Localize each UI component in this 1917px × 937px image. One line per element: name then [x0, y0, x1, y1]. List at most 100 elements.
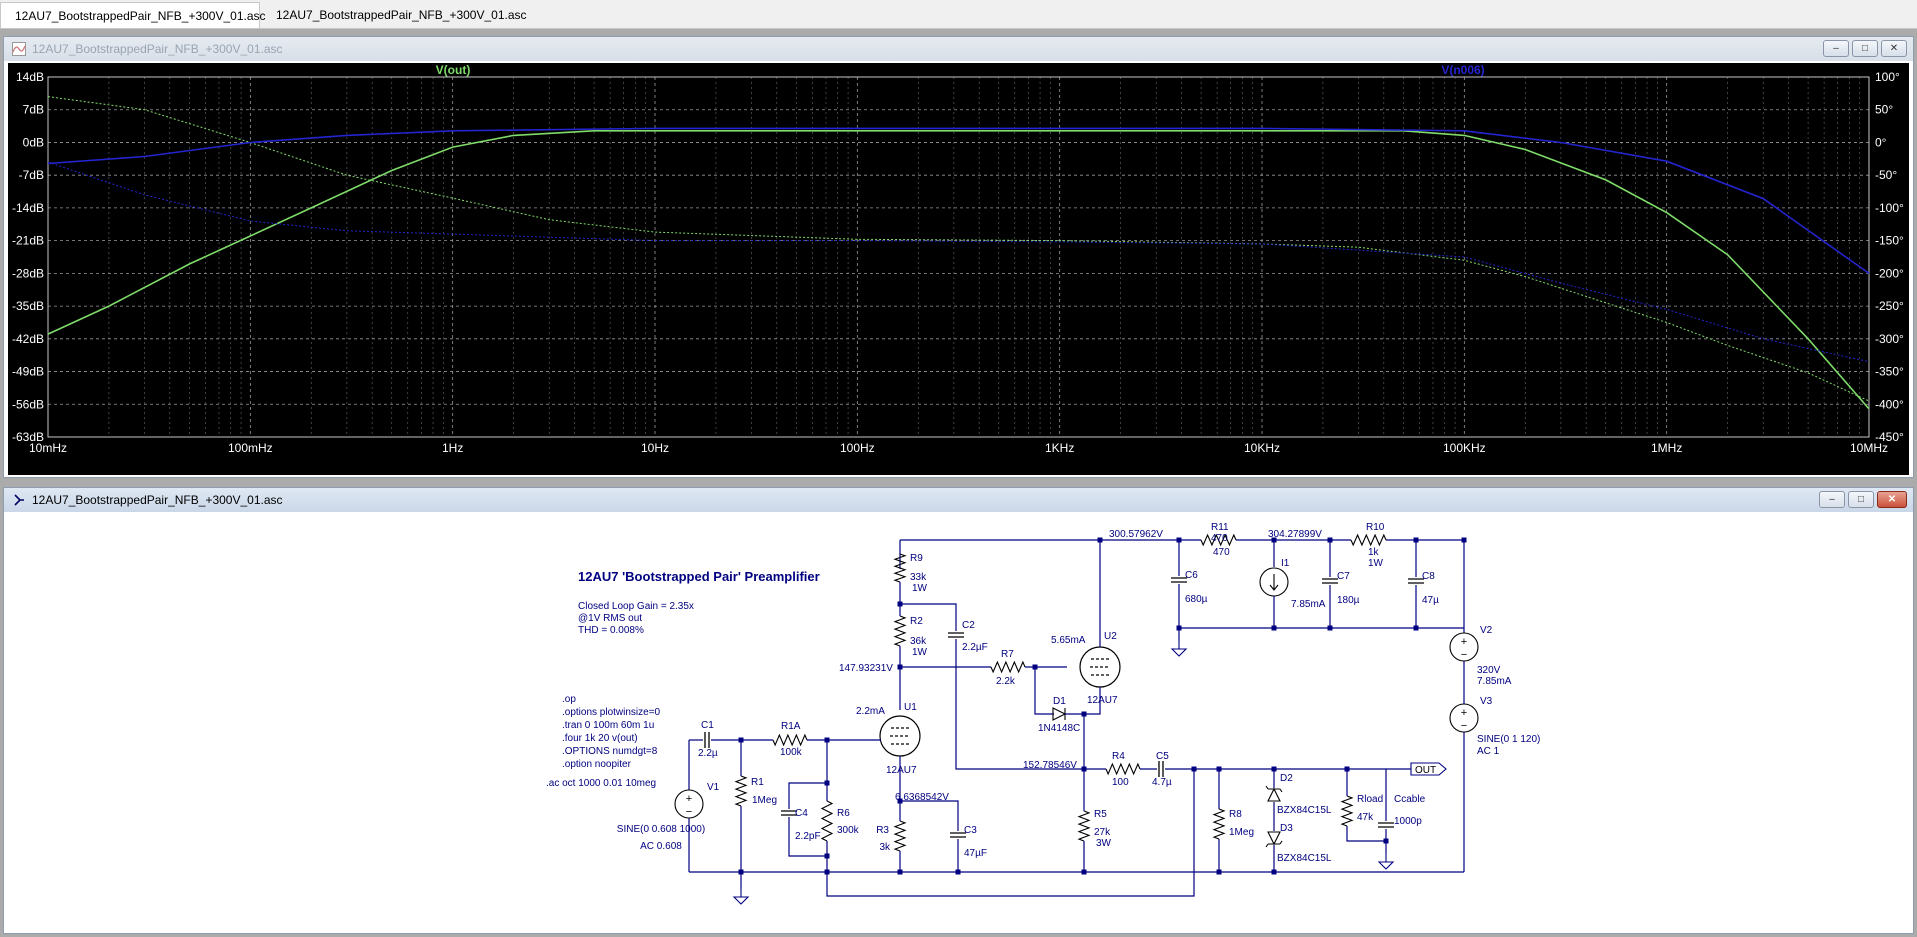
schematic-label: 680µ — [1185, 594, 1208, 605]
wire — [1034, 667, 1054, 715]
y-right-tick-label: -450° — [1875, 430, 1904, 444]
spice-directive: .op — [562, 694, 576, 705]
schematic-label: R8 — [1229, 809, 1242, 820]
schematic-label: R2 — [910, 616, 923, 627]
close-button[interactable]: ✕ — [1881, 40, 1907, 57]
node-voltage: 300.57962V — [1109, 529, 1163, 540]
schematic-label: 1Meg — [1229, 827, 1254, 838]
x-tick-label: 10Hz — [641, 441, 669, 455]
resistor-r5 — [1077, 810, 1091, 842]
schematic-label: 2.2k — [996, 676, 1016, 687]
schematic-window-titlebar[interactable]: 12AU7_BootstrappedPair_NFB_+300V_01.asc … — [4, 488, 1913, 512]
spice-directive-ac: .ac oct 1000 0.01 10meg — [546, 778, 656, 789]
waveform-window: 12AU7_BootstrappedPair_NFB_+300V_01.asc … — [3, 36, 1914, 478]
x-tick-label: 1Hz — [442, 441, 463, 455]
capacitor-c6 — [1171, 577, 1187, 583]
tube-elements — [890, 727, 910, 745]
y-right-tick-label: 0° — [1875, 135, 1887, 149]
maximize-button[interactable]: □ — [1852, 40, 1878, 57]
schematic-note: THD = 0.008% — [578, 625, 644, 636]
schematic-label: 12AU7 — [886, 765, 917, 776]
waveform-window-title: 12AU7_BootstrappedPair_NFB_+300V_01.asc — [32, 42, 283, 56]
schematic-label: R1A — [781, 721, 801, 732]
schematic-label: U1 — [904, 702, 917, 713]
schematic-window-title: 12AU7_BootstrappedPair_NFB_+300V_01.asc — [32, 493, 283, 507]
schematic-label: SINE(0 0.608 1000) — [617, 824, 705, 835]
minimize-button[interactable]: – — [1819, 491, 1845, 508]
minimize-button[interactable]: – — [1823, 40, 1849, 57]
ground-icon — [1170, 641, 1188, 657]
zener-diode-d2 — [1265, 785, 1283, 802]
schematic-label: 2.2pF — [795, 831, 821, 842]
y-left-tick-label: -28dB — [12, 266, 44, 280]
wire — [955, 639, 1084, 770]
schematic-label: 1Meg — [752, 795, 777, 806]
close-button[interactable]: ✕ — [1877, 491, 1907, 508]
part-label-r11: 470 — [1211, 533, 1228, 544]
schematic-label: 47µF — [964, 848, 987, 859]
resistor-r9 — [893, 553, 907, 583]
junction — [955, 869, 961, 875]
junction — [824, 869, 830, 875]
maximize-button[interactable]: □ — [1848, 491, 1874, 508]
waveform-icon — [12, 42, 26, 56]
resistor-r7 — [990, 660, 1026, 674]
wire — [1084, 687, 1101, 715]
arrow-down-icon — [1269, 574, 1279, 591]
schematic-label: C7 — [1337, 571, 1350, 582]
y-left-tick-label: -56dB — [12, 397, 44, 411]
y-right-tick-label: -150° — [1875, 234, 1904, 248]
schematic-label: R3 — [876, 825, 889, 836]
resistor-r2 — [893, 615, 907, 647]
y-left-tick-label: -21dB — [12, 234, 44, 248]
wire — [826, 769, 1195, 897]
resistor-r6 — [820, 800, 834, 842]
tube-current: 5.65mA — [1051, 635, 1086, 646]
y-right-tick-label: 50° — [1875, 103, 1893, 117]
capacitor-c4 — [781, 810, 797, 816]
tab-waveform[interactable]: 12AU7_BootstrappedPair_NFB_+300V_01.asc — [262, 2, 532, 28]
y-right-tick-label: -350° — [1875, 365, 1904, 379]
schematic-label: 470 — [1213, 547, 1230, 558]
schematic-label: R10 — [1366, 522, 1385, 533]
schematic-label: 2.2µF — [962, 642, 988, 653]
capacitor-c5 — [1158, 761, 1164, 777]
schematic-label: 1k — [1368, 547, 1380, 558]
schematic-label: D2 — [1280, 773, 1293, 784]
capacitor-c2 — [948, 632, 964, 638]
resistor-r1a — [772, 733, 808, 747]
schematic-label: C4 — [795, 808, 808, 819]
junction — [1191, 766, 1197, 772]
schematic-label: 3k — [879, 842, 891, 853]
resistor-r8 — [1212, 808, 1226, 840]
wire — [900, 603, 957, 631]
spice-directive: .tran 0 100m 60m 1u — [562, 720, 654, 731]
spice-directive: .OPTIONS numdgt=8 — [562, 746, 658, 757]
schematic-label: 100 — [1112, 777, 1129, 788]
schematic-label: D1 — [1053, 696, 1066, 707]
capacitor-c7 — [1322, 578, 1338, 584]
resistor-r10 — [1350, 533, 1387, 547]
wire — [1346, 826, 1386, 842]
schematic-label: 47µ — [1422, 595, 1439, 606]
y-left-tick-label: 7dB — [23, 103, 44, 117]
schematic-label: V2 — [1480, 625, 1493, 636]
resistor-r3 — [893, 820, 907, 852]
out-flag-icon — [1410, 762, 1447, 776]
schematic-label: 1N4148C — [1038, 723, 1080, 734]
schematic-label: 3W — [1096, 838, 1112, 849]
plus-sign: + — [1461, 707, 1467, 719]
tube-elements — [1090, 658, 1110, 676]
waveform-window-titlebar[interactable]: 12AU7_BootstrappedPair_NFB_+300V_01.asc … — [4, 37, 1913, 61]
schematic-label: R4 — [1112, 751, 1125, 762]
x-tick-label: 100KHz — [1443, 441, 1486, 455]
schematic-canvas[interactable]: 12AU7 'Bootstrapped Pair' PreamplifierCl… — [10, 516, 1905, 929]
schematic-label: 180µ — [1337, 595, 1360, 606]
schematic-label: BZX84C15L — [1277, 805, 1332, 816]
schematic-label: V3 — [1480, 696, 1493, 707]
plus-sign: + — [686, 793, 692, 805]
x-tick-label: 10KHz — [1244, 441, 1280, 455]
tab-schematic[interactable]: 12AU7_BootstrappedPair_NFB_+300V_01.asc — [0, 2, 266, 28]
